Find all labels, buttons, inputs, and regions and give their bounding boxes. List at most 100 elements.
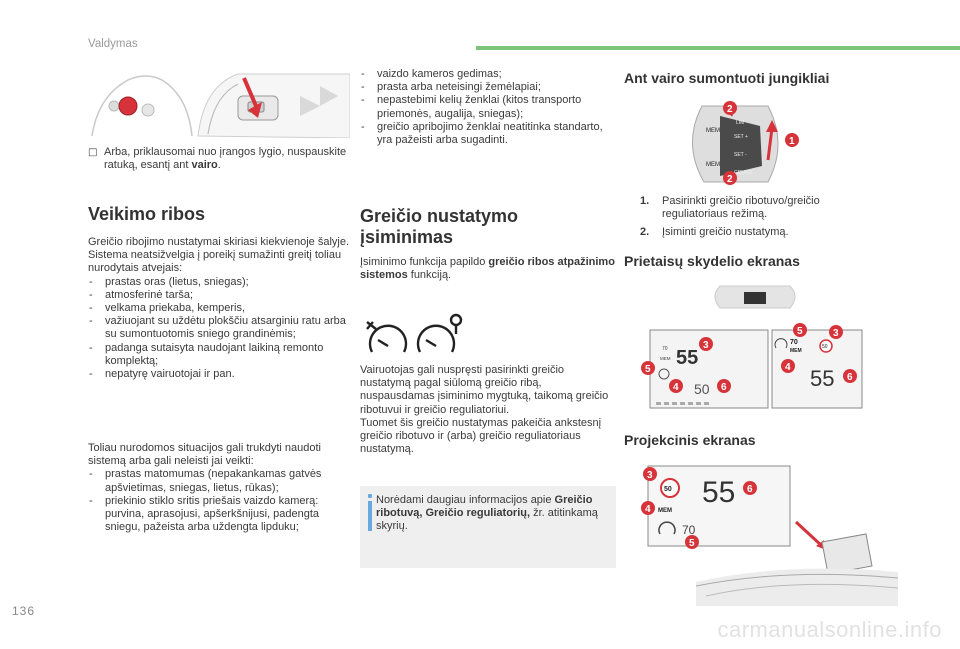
list-item: velkama priekaba, kemperis, bbox=[88, 302, 350, 315]
legend-num: 2. bbox=[640, 226, 650, 239]
continued-list: vaizdo kameros gedimas; prasta arba nete… bbox=[360, 68, 616, 147]
memorisation-intro: Įsiminimo funkcija papildo greičio ribos… bbox=[360, 256, 616, 282]
cluster-right-small: 70 bbox=[790, 339, 798, 346]
cluster-left-mem: MEM bbox=[660, 356, 671, 361]
legend-num: 1. bbox=[640, 195, 650, 207]
badge-4-left bbox=[669, 379, 683, 393]
badge-2-top bbox=[723, 101, 737, 115]
badge-4-right-label: 4 bbox=[785, 362, 791, 373]
instrument-panel-figure: 55 50 MEM 70 55 50 MEM 70 3 5 4 6 5 3 4 … bbox=[640, 282, 864, 412]
checkbox-bullet-icon: □ bbox=[88, 147, 98, 158]
badge-6-right bbox=[843, 369, 857, 383]
badge-2-bottom-label: 2 bbox=[727, 174, 733, 185]
speedometer-cruise-icon bbox=[416, 313, 463, 353]
cluster-left-small: 70 bbox=[662, 346, 668, 352]
list-item: prasta arba neteisingi žemėlapiai; bbox=[360, 81, 616, 94]
badge-3-hud-label: 3 bbox=[647, 470, 653, 481]
memo-intro-text: Įsiminimo funkcija papildo bbox=[360, 256, 489, 268]
cluster-right-sign: 50 bbox=[822, 344, 828, 350]
list-item: vaizdo kameros gedimas; bbox=[360, 68, 616, 81]
heading-instrument-panel: Prietaisų skydelio ekranas bbox=[624, 253, 800, 269]
instrument-panel-svg: 55 50 MEM 70 55 50 MEM 70 3 5 4 6 5 3 4 … bbox=[641, 285, 863, 409]
heading-line2: įsiminimas bbox=[360, 227, 454, 247]
obstruction-para: Toliau nurodomos situacijos gali trukdyt… bbox=[88, 442, 321, 468]
watermark: carmanualsonline.info bbox=[717, 617, 942, 642]
limits-para1: Greičio ribojimo nustatymai skiriasi kie… bbox=[88, 236, 350, 248]
page-number: 136 bbox=[12, 604, 36, 618]
head-up-display-figure: 55 50 MEM 70 3 4 6 5 bbox=[636, 462, 899, 606]
intro-paragraph: □ Arba, priklausomai nuo įrangos lygio, … bbox=[88, 146, 350, 172]
hud-sign: 50 bbox=[664, 486, 672, 493]
list-item: prastas oras (lietus, sniegas); bbox=[88, 276, 350, 289]
heading-line1: Greičio nustatymo bbox=[360, 206, 519, 226]
badge-6-left bbox=[717, 379, 731, 393]
list-item: atmosferinė tarša; bbox=[88, 289, 350, 302]
heading-steering-switches: Ant vairo sumontuoti jungikliai bbox=[624, 70, 830, 86]
badge-3-left bbox=[699, 337, 713, 351]
list-item: nepastebimi kelių ženklai (kitos transpo… bbox=[360, 94, 616, 120]
info-icon bbox=[366, 494, 374, 554]
badge-6-hud-label: 6 bbox=[747, 484, 753, 495]
heading-head-up-display: Projekcinis ekranas bbox=[624, 432, 756, 448]
info-text-post: žr. atitinkamą skyrių. bbox=[376, 507, 598, 533]
badge-4-left-label: 4 bbox=[673, 382, 679, 393]
memorisation-para2: Vairuotojas gali nuspręsti pasirinkti gr… bbox=[360, 364, 609, 416]
steering-switch-figure: MEM MEM SET + SET - CRUISE LIM 2 1 2 bbox=[672, 98, 822, 190]
badge-5-right bbox=[793, 323, 807, 337]
cluster-left-set: 50 bbox=[694, 381, 710, 397]
cruise-switch-svg: MEM MEM SET + SET - CRUISE LIM 2 1 2 bbox=[692, 101, 799, 185]
badge-4-hud bbox=[641, 501, 655, 515]
badge-2-bottom bbox=[723, 171, 737, 185]
badge-4-right bbox=[781, 359, 795, 373]
limits-para2: Sistema neatsižvelgia į poreikį sumažint… bbox=[88, 249, 342, 275]
badge-5-hud-label: 5 bbox=[689, 538, 695, 549]
hud-mem: MEM bbox=[658, 508, 672, 514]
hud-small: 70 bbox=[682, 523, 696, 537]
badge-3-hud bbox=[643, 467, 657, 481]
list-item: greičio apribojimo ženklai neatitinka st… bbox=[360, 121, 616, 147]
switch-lim: LIM bbox=[736, 120, 744, 126]
intro-bold: vairo bbox=[191, 159, 218, 172]
legend-item-1: 1. Pasirinkti greičio ribotuvo/greičio re… bbox=[640, 195, 860, 221]
heading-operating-limits: Veikimo ribos bbox=[88, 204, 206, 224]
badge-6-hud bbox=[743, 481, 757, 495]
continued-list-block: vaizdo kameros gedimas; prasta arba nete… bbox=[360, 68, 616, 147]
info-note-box: Norėdami daugiau informacijos apie Greič… bbox=[360, 486, 616, 568]
speedometer-limiter-icon bbox=[366, 321, 408, 353]
info-text-pre: Norėdami daugiau informacijos apie bbox=[376, 494, 555, 506]
legend-text: Įsiminti greičio nustatymą. bbox=[662, 226, 789, 239]
speed-limit-memory-icons bbox=[366, 313, 463, 353]
list-item: nepatyrę vairuotojai ir pan. bbox=[88, 368, 350, 381]
badge-5-hud bbox=[685, 535, 699, 549]
hud-svg: 55 50 MEM 70 3 4 6 5 bbox=[641, 465, 899, 606]
switch-cruise: CRUISE bbox=[734, 170, 754, 176]
info-note-text: Norėdami daugiau informacijos apie Greič… bbox=[376, 494, 608, 534]
badge-6-right-label: 6 bbox=[847, 372, 853, 383]
speedometer-icons bbox=[364, 312, 474, 358]
list-item: priekinio stiklo sritis priešais vaizdo … bbox=[88, 495, 350, 535]
list-item: prastas matomumas (nepakankamas gatvės a… bbox=[88, 468, 350, 494]
info-text-bold: Greičio ribotuvą, Greičio reguliatorių, bbox=[376, 494, 593, 520]
badge-5-left bbox=[641, 361, 655, 375]
switch-mem-top: MEM bbox=[706, 128, 720, 134]
list-item: padanga sutaisyta naudojant laikiną remo… bbox=[88, 342, 350, 368]
cluster-right-speed: 55 bbox=[810, 366, 834, 391]
steering-wheel-illustration bbox=[88, 66, 350, 138]
badge-4-hud-label: 4 bbox=[645, 504, 651, 515]
legend-item-2: 2. Įsiminti greičio nustatymą. bbox=[640, 226, 860, 239]
badge-3-right bbox=[829, 325, 843, 339]
header-accent-bar bbox=[476, 46, 960, 50]
badge-5-left-label: 5 bbox=[645, 364, 651, 375]
badge-1 bbox=[785, 133, 799, 147]
switch-mem-bottom: MEM bbox=[706, 162, 720, 168]
switch-set-plus: SET + bbox=[734, 134, 748, 140]
memorisation-para3: Tuomet šis greičio nustatymas pakeičia a… bbox=[360, 416, 602, 456]
intro-text: Arba, priklausomai nuo įrangos lygio, nu… bbox=[104, 146, 347, 172]
badge-2-top-label: 2 bbox=[727, 104, 733, 115]
memorisation-body: Vairuotojas gali nuspręsti pasirinkti gr… bbox=[360, 364, 616, 456]
steering-wheel-svg bbox=[91, 73, 350, 138]
obstruction-list: prastas matomumas (nepakankamas gatvės a… bbox=[88, 468, 350, 534]
switch-legend: 1. Pasirinkti greičio ribotuvo/greičio re… bbox=[640, 195, 860, 240]
legend-text: Pasirinkti greičio ribotuvo/greičio regu… bbox=[662, 195, 820, 221]
badge-5-right-label: 5 bbox=[797, 326, 803, 337]
